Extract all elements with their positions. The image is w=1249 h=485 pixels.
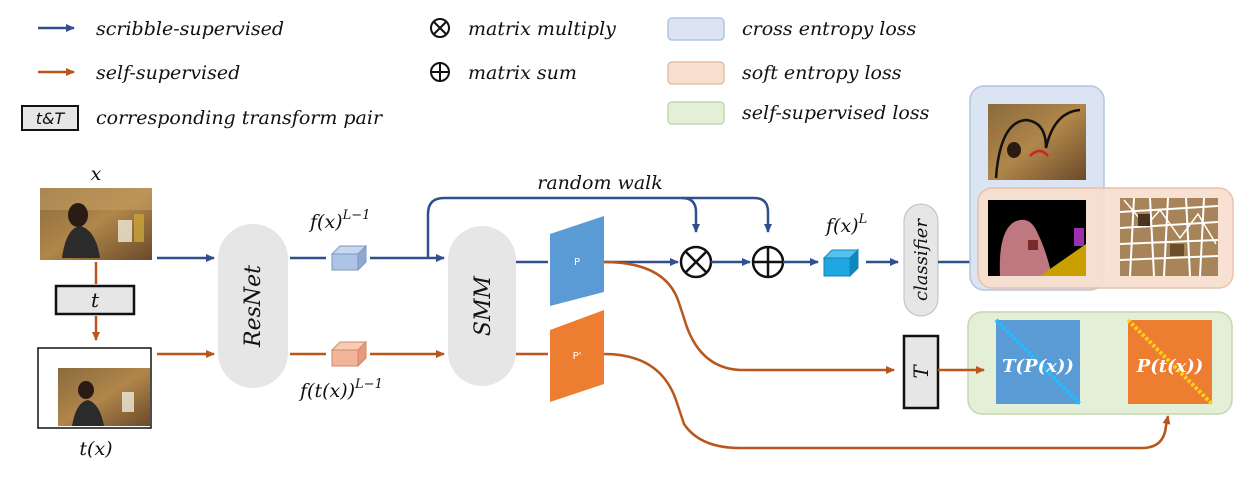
ptx-label: P(t(x)) — [1136, 356, 1204, 377]
legend-ce-label: cross entropy loss — [742, 18, 917, 40]
smm-label: SMM — [471, 275, 496, 336]
superpixel-map — [1119, 197, 1219, 277]
feature-cube-top — [330, 244, 368, 272]
legend-matsum-label: matrix sum — [468, 62, 577, 84]
feat-final-label: f(x)L — [824, 212, 867, 237]
pprime-label: P' — [573, 351, 582, 362]
classifier-block — [903, 203, 939, 317]
legend-self-label: self-supervised — [96, 62, 240, 84]
transform-T-label: T — [909, 364, 933, 379]
legend-ce-swatch — [667, 17, 725, 41]
legend-scribble-label: scribble-supervised — [96, 18, 284, 40]
scribble-image — [988, 104, 1086, 180]
input-x-label: x — [91, 163, 102, 185]
transform-T-box — [902, 334, 940, 410]
p-matrix — [550, 216, 604, 306]
legend-soft-label: soft entropy loss — [742, 62, 902, 84]
legend-transform-label: corresponding transform pair — [96, 107, 384, 129]
p-to-T-path — [603, 260, 895, 374]
multiply-node-icon — [679, 245, 713, 279]
segmentation-map — [988, 200, 1086, 276]
p-label: P — [574, 257, 580, 268]
otimes-icon — [430, 18, 450, 38]
input-image-tx — [37, 347, 152, 429]
feature-cube-bottom — [330, 340, 368, 368]
resnet-label: ResNet — [241, 265, 266, 348]
pprime-matrix — [550, 310, 604, 402]
random-walk-sum-path — [682, 196, 772, 233]
legend-soft-swatch — [667, 61, 725, 85]
feat-bottom-label: f(t(x))L−1 — [298, 377, 383, 402]
transform-t-box — [54, 284, 136, 316]
transform-t-label: t — [91, 288, 100, 312]
legend-transform-box-label: t&T — [36, 109, 66, 128]
pprime-to-ptx-path — [603, 352, 1171, 450]
sum-node-icon — [751, 245, 785, 279]
random-walk-path — [426, 196, 700, 258]
oplus-icon — [430, 62, 450, 82]
legend-transform-box — [21, 105, 79, 131]
feature-cube-final — [822, 248, 860, 278]
classifier-label: classifier — [911, 218, 932, 301]
resnet-block — [218, 224, 288, 388]
feat-top-label: f(x)L−1 — [308, 208, 370, 233]
ptx-matrix — [1126, 318, 1214, 406]
smm-block — [448, 226, 516, 386]
legend-ss-label: self-supervised loss — [742, 102, 930, 124]
legend: scribble-supervised self-supervised t&T … — [21, 17, 930, 131]
random-walk-label: random walk — [537, 172, 663, 194]
legend-ss-swatch — [667, 101, 725, 125]
tpx-label: T(P(x)) — [1002, 356, 1074, 377]
input-tx-label: t(x) — [79, 438, 112, 460]
tpx-matrix — [994, 318, 1082, 406]
input-image-x — [40, 188, 152, 260]
legend-matmul-label: matrix multiply — [468, 18, 616, 40]
